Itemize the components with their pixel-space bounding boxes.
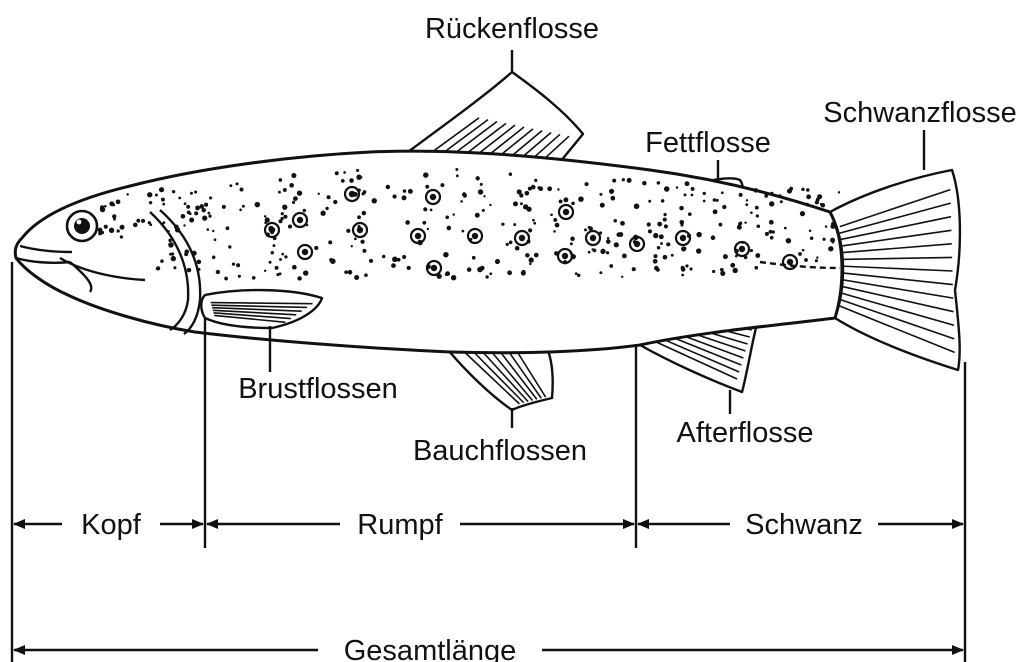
- label-adipose-fin: Fettflosse: [645, 127, 771, 159]
- label-pectoral-fins: Brustflossen: [238, 373, 398, 405]
- label-total-length: Gesamtlänge: [344, 635, 517, 662]
- dorsal-fin: [408, 72, 583, 162]
- label-anal-fin: Afterflosse: [677, 417, 814, 449]
- label-trunk: Rumpf: [357, 509, 443, 541]
- label-pelvic-fins: Bauchflossen: [413, 435, 587, 467]
- label-head: Kopf: [81, 509, 142, 541]
- label-caudal-fin: Schwanzflosse: [823, 97, 1016, 129]
- label-dorsal-fin: Rückenflosse: [425, 13, 599, 45]
- label-tail: Schwanz: [745, 509, 863, 541]
- fish-body: [15, 151, 842, 353]
- caudal-fin: [830, 170, 960, 370]
